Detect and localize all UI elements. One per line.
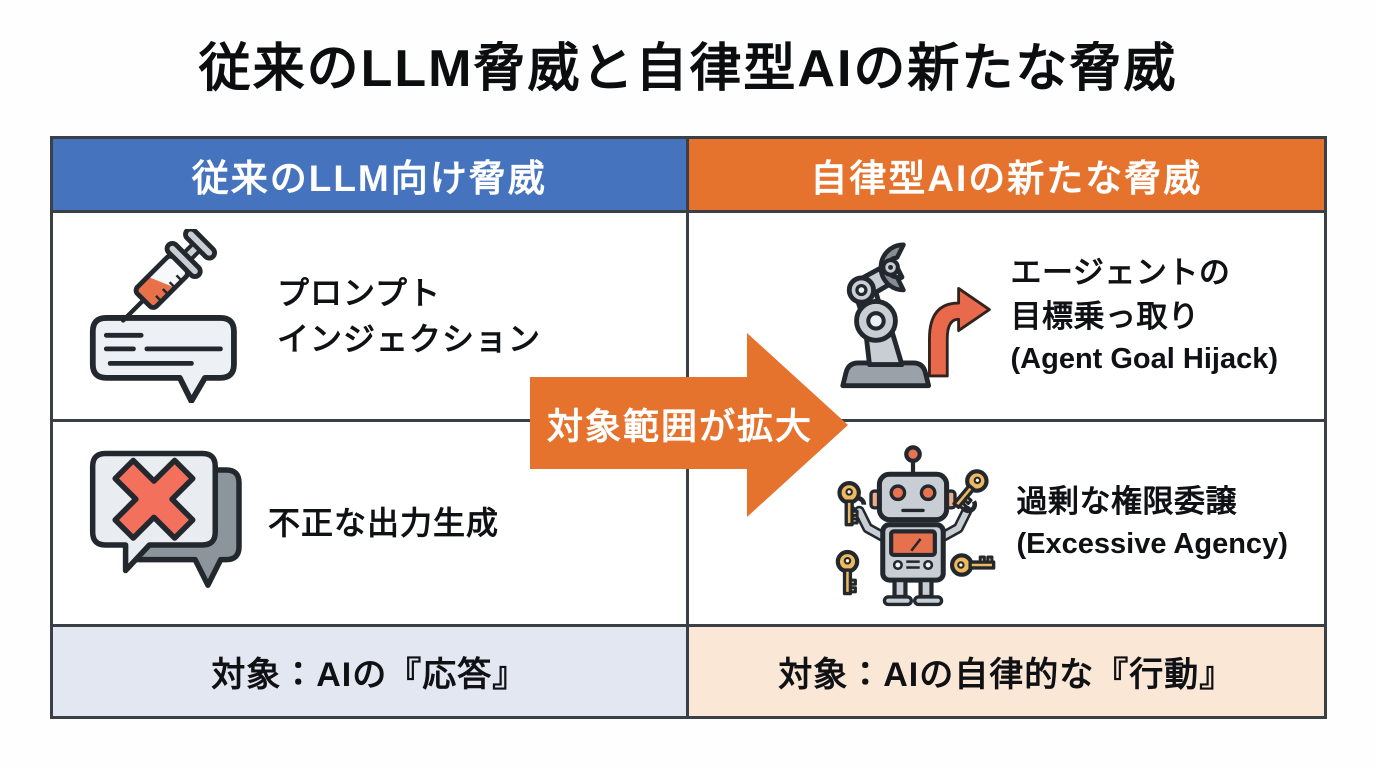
threat-label: プロンプト インジェクション — [277, 274, 542, 357]
threat-comparison-table: 従来のLLM向け脅威 自律型AIの新たな脅威 — [50, 136, 1327, 719]
turn-right-arrow-icon — [927, 287, 991, 378]
threat-label: 不正な出力生成 — [268, 504, 500, 541]
cross-icon — [112, 457, 196, 541]
robot-excessive-agency-keys-icon — [829, 439, 997, 607]
scope-expansion-label: 対象範囲が拡大 — [546, 405, 813, 447]
scope-expansion-arrow: 対象範囲が拡大 — [530, 333, 848, 517]
right-arrow-icon — [530, 333, 848, 517]
threat-label: 過剰な権限委譲 (Excessive Agency) — [1016, 484, 1288, 561]
cell-agent-goal-hijack: エージェントの 目標乗っ取り (Agent Goal Hijack) — [688, 213, 1324, 422]
prompt-injection-syringe-icon — [87, 229, 261, 403]
page-title: 従来のLLM脅威と自律型AIの新たな脅威 — [198, 40, 1178, 98]
key-icon — [952, 555, 994, 574]
footer-label: 対象：AIの自律的な『行動』 — [778, 656, 1235, 694]
invalid-output-chat-error-icon — [87, 448, 252, 598]
key-icon — [837, 552, 856, 594]
column-header-traditional-llm: 従来のLLM向け脅威 — [53, 139, 689, 213]
column-header-label: 従来のLLM向け脅威 — [191, 157, 547, 199]
footer-target-action: 対象：AIの自律的な『行動』 — [688, 627, 1324, 716]
column-header-autonomous-ai: 自律型AIの新たな脅威 — [688, 139, 1324, 213]
robot-arm-goal-hijack-icon — [829, 235, 991, 397]
footer-target-response: 対象：AIの『応答』 — [53, 627, 689, 716]
footer-label: 対象：AIの『応答』 — [211, 656, 528, 694]
key-icon — [948, 467, 990, 511]
column-header-label: 自律型AIの新たな脅威 — [810, 157, 1203, 199]
threat-label: エージェントの 目標乗っ取り (Agent Goal Hijack) — [1010, 255, 1279, 376]
